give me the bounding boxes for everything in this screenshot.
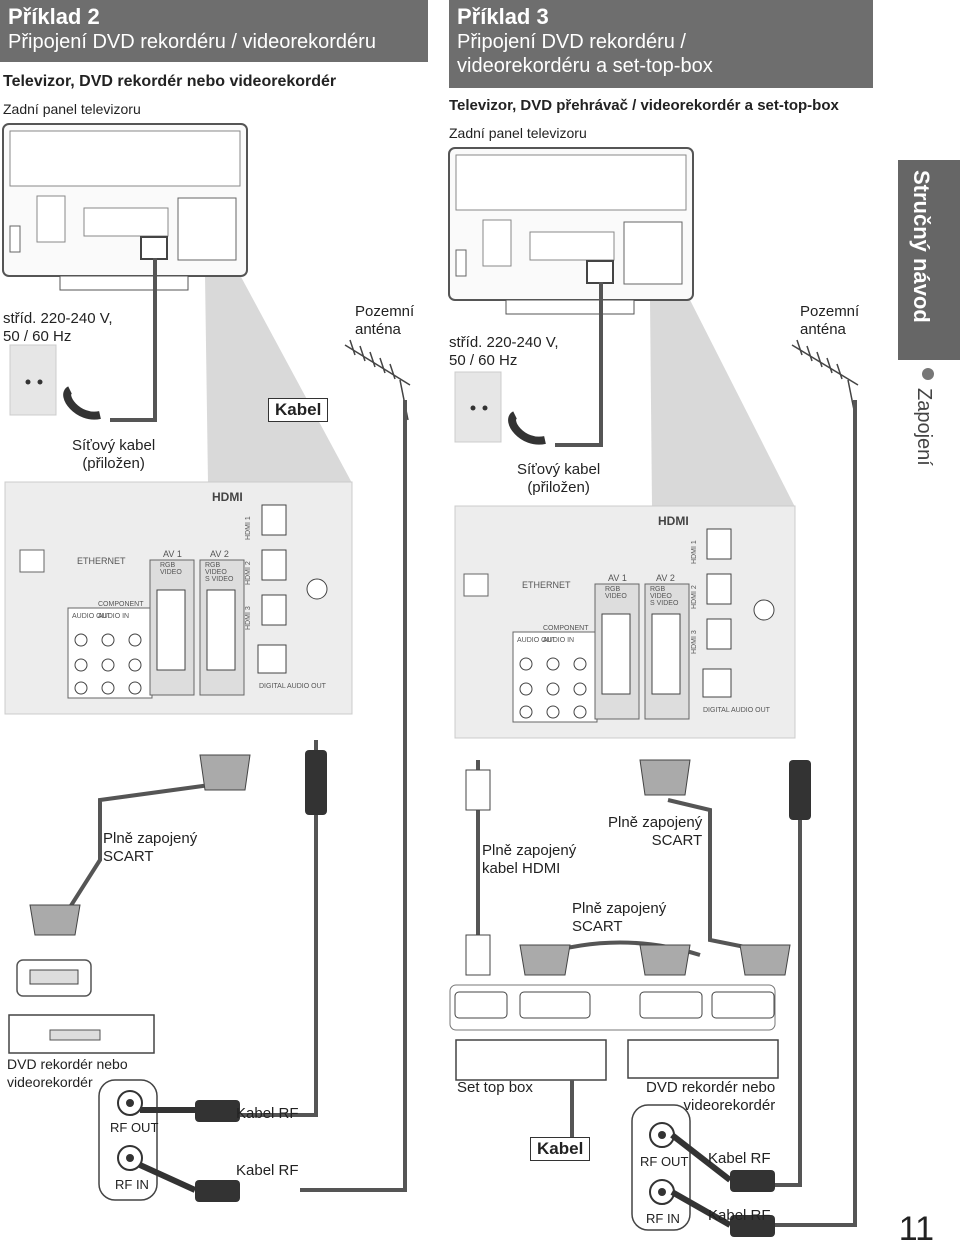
svg-text:RGB: RGB bbox=[160, 562, 176, 569]
svg-text:VIDEO: VIDEO bbox=[160, 569, 182, 576]
antenna-label-left: Pozemní anténa bbox=[355, 303, 415, 338]
example-2-heading: Připojení DVD rekordéru / videorekordéru bbox=[8, 31, 376, 53]
rf-in-label-right: RF IN bbox=[646, 1211, 680, 1226]
power-label-right: stříd. 220-240 V, 50 / 60 Hz bbox=[449, 334, 559, 369]
power-cable-label-left: Síťový kabel (přiložen) bbox=[72, 437, 156, 472]
scart-label-right-1: Plně zapojený SCART bbox=[608, 814, 703, 849]
svg-text:VIDEO: VIDEO bbox=[205, 569, 227, 576]
svg-text:HDMI 2: HDMI 2 bbox=[691, 585, 698, 609]
sidebar-title: Stručný návod bbox=[909, 170, 934, 323]
power-cable-label-right: Síťový kabel (přiložen) bbox=[517, 461, 601, 496]
svg-text:ETHERNET: ETHERNET bbox=[522, 580, 571, 590]
svg-text:RGB: RGB bbox=[605, 586, 621, 593]
rf-cable-label-right-1: Kabel RF bbox=[708, 1150, 771, 1167]
sidebar-tab bbox=[898, 160, 960, 360]
terminal-panel-left: HDMI ETHERNET AV 1 AV 2 RGB RGB VIDEO VI… bbox=[4, 481, 353, 715]
rf-out-label-right: RF OUT bbox=[640, 1154, 689, 1169]
terminal-panel-right: HDMI ETHERNET AV 1 AV 2 RGB RGB VIDEO VI… bbox=[454, 505, 796, 739]
cable-box-right: Kabel bbox=[530, 1137, 591, 1161]
hdmi-cable-label: Plně zapojený kabel HDMI bbox=[482, 842, 577, 877]
sidebar-section: Zapojení bbox=[913, 388, 935, 466]
svg-text:AUDIO OUT: AUDIO OUT bbox=[72, 613, 112, 620]
example-2-header: Příklad 2 Připojení DVD rekordéru / vide… bbox=[0, 0, 428, 62]
svg-text:AUDIO OUT: AUDIO OUT bbox=[517, 637, 557, 644]
svg-text:COMPONENT: COMPONENT bbox=[543, 625, 589, 632]
example-2-subtitle: Televizor, DVD rekordér nebo videorekord… bbox=[3, 73, 337, 90]
device-label-left: DVD rekordér nebo videorekordér bbox=[7, 1056, 128, 1090]
example-3-header: Příklad 3 Připojení DVD rekordéru / vide… bbox=[449, 0, 873, 88]
rf-cable-label-right-2: Kabel RF bbox=[708, 1207, 771, 1224]
example-3-title: Příklad 3 bbox=[457, 4, 549, 29]
svg-text:RGB: RGB bbox=[205, 562, 221, 569]
rf-in-label-left: RF IN bbox=[115, 1177, 149, 1192]
tv-back-left bbox=[2, 123, 248, 291]
svg-text:DIGITAL AUDIO OUT: DIGITAL AUDIO OUT bbox=[703, 707, 771, 714]
page-number: 11 bbox=[898, 1210, 934, 1248]
svg-text:AV 2: AV 2 bbox=[656, 573, 675, 583]
set-top-box-label: Set top box bbox=[457, 1079, 533, 1096]
example-3-heading-2: videorekordéru a set-top-box bbox=[457, 55, 713, 77]
svg-text:AV 2: AV 2 bbox=[210, 549, 229, 559]
svg-text:S VIDEO: S VIDEO bbox=[650, 600, 679, 607]
svg-text:AV 1: AV 1 bbox=[608, 573, 627, 583]
svg-text:VIDEO: VIDEO bbox=[605, 593, 627, 600]
svg-text:HDMI 3: HDMI 3 bbox=[245, 606, 252, 630]
power-label-left: stříd. 220-240 V, 50 / 60 Hz bbox=[3, 310, 113, 345]
rf-out-label-left: RF OUT bbox=[110, 1120, 159, 1135]
svg-text:RGB: RGB bbox=[650, 586, 666, 593]
svg-text:ETHERNET: ETHERNET bbox=[77, 556, 126, 566]
example-3-heading-1: Připojení DVD rekordéru / bbox=[457, 31, 686, 53]
bullet-icon bbox=[922, 368, 934, 380]
cable-box-left: Kabel bbox=[268, 398, 329, 422]
hdmi-logo-left: HDMI bbox=[212, 490, 243, 504]
svg-text:COMPONENT: COMPONENT bbox=[98, 601, 144, 608]
hdmi-logo-right: HDMI bbox=[658, 514, 689, 528]
device-label-right: DVD rekordér nebo videorekordér bbox=[646, 1079, 776, 1114]
svg-text:S VIDEO: S VIDEO bbox=[205, 576, 234, 583]
svg-text:HDMI 3: HDMI 3 bbox=[691, 630, 698, 654]
svg-text:AUDIO IN: AUDIO IN bbox=[98, 613, 129, 620]
tv-back-right bbox=[448, 147, 694, 315]
svg-text:HDMI 1: HDMI 1 bbox=[691, 540, 698, 564]
example-2-title: Příklad 2 bbox=[8, 4, 100, 29]
svg-text:VIDEO: VIDEO bbox=[650, 593, 672, 600]
svg-text:HDMI 1: HDMI 1 bbox=[245, 516, 252, 540]
svg-text:HDMI 2: HDMI 2 bbox=[245, 561, 252, 585]
rf-cable-label-left-1: Kabel RF bbox=[236, 1105, 299, 1122]
scart-label-left: Plně zapojený SCART bbox=[103, 830, 198, 865]
svg-text:DIGITAL AUDIO OUT: DIGITAL AUDIO OUT bbox=[259, 683, 327, 690]
scart-label-right-2: Plně zapojený SCART bbox=[572, 900, 667, 935]
rear-panel-label-left: Zadní panel televizoru bbox=[3, 101, 141, 117]
svg-text:AV 1: AV 1 bbox=[163, 549, 182, 559]
example-3-subtitle: Televizor, DVD přehrávač / videorekordér… bbox=[449, 97, 839, 114]
svg-text:AUDIO IN: AUDIO IN bbox=[543, 637, 574, 644]
antenna-label-right: Pozemní anténa bbox=[800, 303, 860, 338]
rear-panel-label-right: Zadní panel televizoru bbox=[449, 125, 587, 141]
rf-cable-label-left-2: Kabel RF bbox=[236, 1162, 299, 1179]
